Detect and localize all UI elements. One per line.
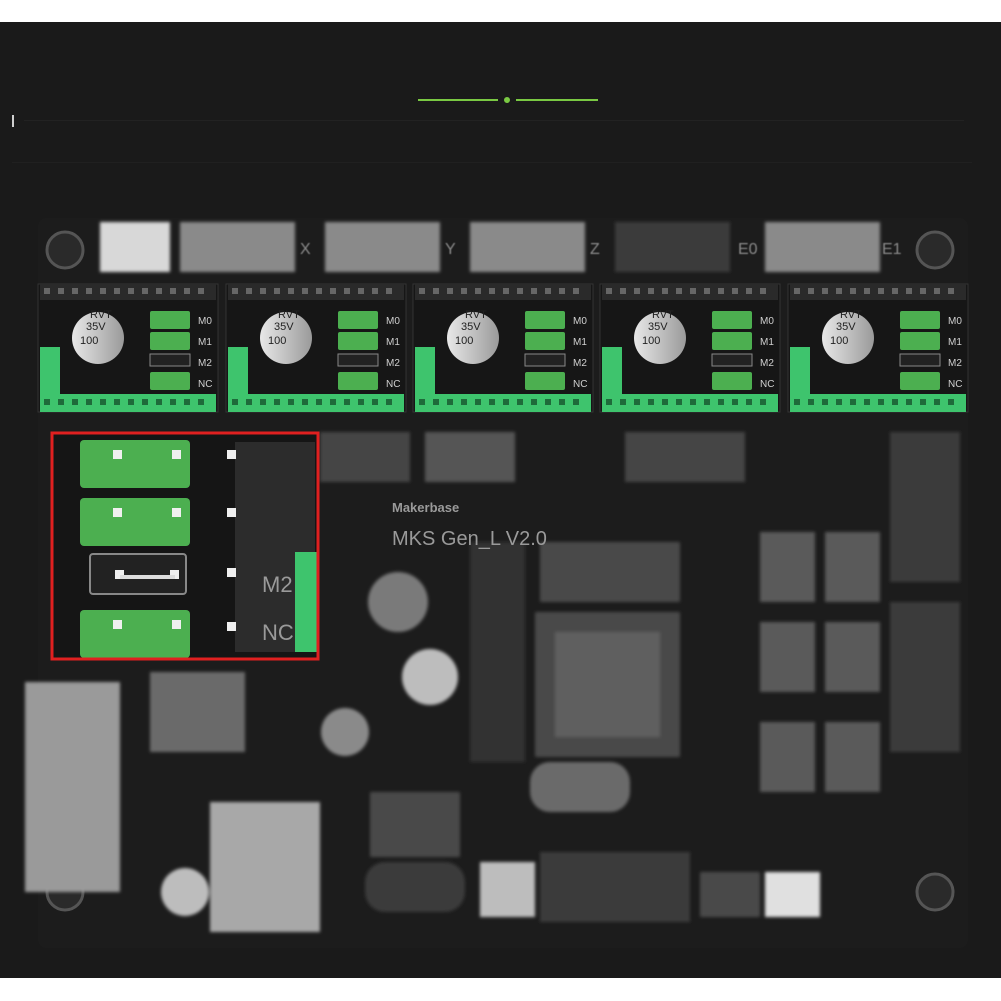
- cap-value: 100: [455, 335, 473, 347]
- pin-label: NC: [198, 379, 212, 390]
- highlight-frame: [50, 431, 320, 661]
- cap-code: RVT: [90, 309, 112, 321]
- jumper: [525, 311, 565, 329]
- motor-connectors: [100, 222, 880, 272]
- cap-voltage: 35V: [648, 321, 668, 333]
- jumper: [338, 332, 378, 350]
- board-model: MKS Gen_L V2.0: [392, 528, 547, 550]
- jumper-m2-open: [89, 553, 187, 595]
- cap-code: RVT: [840, 309, 862, 321]
- pin-label: M0: [760, 316, 774, 327]
- axis-label: X: [300, 241, 311, 258]
- jumper: [900, 332, 940, 350]
- capacitor: [260, 312, 312, 364]
- jumper-m1: [80, 498, 190, 546]
- cap-code: RVT: [652, 309, 674, 321]
- pin-label: M1: [198, 337, 212, 348]
- board-brand: Makerbase: [392, 500, 459, 515]
- jumper: [150, 311, 190, 329]
- pin-label: M2: [386, 358, 400, 369]
- zoom-label-nc: NC: [262, 620, 294, 645]
- blurred-components: [25, 432, 960, 932]
- jumper: [338, 311, 378, 329]
- jumper: [525, 372, 565, 390]
- axis-label: Y: [445, 241, 456, 258]
- cap-voltage: 35V: [274, 321, 294, 333]
- cap-voltage: 35V: [836, 321, 856, 333]
- pin-label: M1: [948, 337, 962, 348]
- jumper-m0: [80, 440, 190, 488]
- pin-label: M2: [760, 358, 774, 369]
- cap-code: RVT: [465, 309, 487, 321]
- cap-value: 100: [642, 335, 660, 347]
- cap-code: RVT: [278, 309, 300, 321]
- pin-label: M2: [573, 358, 587, 369]
- blurred-caption-line-2: [12, 162, 972, 163]
- jumper: [712, 311, 752, 329]
- jumper: [525, 332, 565, 350]
- pin-label: M1: [760, 337, 774, 348]
- axis-label: Z: [590, 241, 600, 258]
- axis-label: E1: [882, 241, 902, 258]
- pin-label: M0: [573, 316, 587, 327]
- capacitor: [634, 312, 686, 364]
- pin-label: M0: [948, 316, 962, 327]
- cap-value: 100: [830, 335, 848, 347]
- jumper: [338, 372, 378, 390]
- capacitor: [822, 312, 874, 364]
- axis-label: E0: [738, 241, 758, 258]
- pin-label: M2: [948, 358, 962, 369]
- jumper: [150, 372, 190, 390]
- cap-value: 100: [80, 335, 98, 347]
- jumper-nc: [80, 610, 190, 658]
- pin-label: M1: [573, 337, 587, 348]
- zoom-label-m2: M2: [262, 572, 293, 597]
- pin-label: M1: [386, 337, 400, 348]
- jumper: [900, 372, 940, 390]
- header-strip: [295, 552, 317, 652]
- pin-label: M0: [386, 316, 400, 327]
- accent-divider: [418, 97, 598, 103]
- pin-label: M0: [198, 316, 212, 327]
- jumper: [712, 372, 752, 390]
- jumper: [712, 332, 752, 350]
- cap-voltage: 35V: [461, 321, 481, 333]
- blurred-caption-line: [12, 115, 972, 127]
- pin-label: NC: [760, 379, 774, 390]
- capacitor: [447, 312, 499, 364]
- pin-label: NC: [948, 379, 962, 390]
- jumper-pins: [113, 450, 236, 631]
- pin-label: NC: [386, 379, 400, 390]
- cap-voltage: 35V: [86, 321, 106, 333]
- cap-value: 100: [268, 335, 286, 347]
- capacitor: [72, 312, 124, 364]
- zoom-inset: M2 NC: [50, 431, 320, 661]
- jumper: [900, 311, 940, 329]
- pin-label: NC: [573, 379, 587, 390]
- jumper: [150, 332, 190, 350]
- pin-label: M2: [198, 358, 212, 369]
